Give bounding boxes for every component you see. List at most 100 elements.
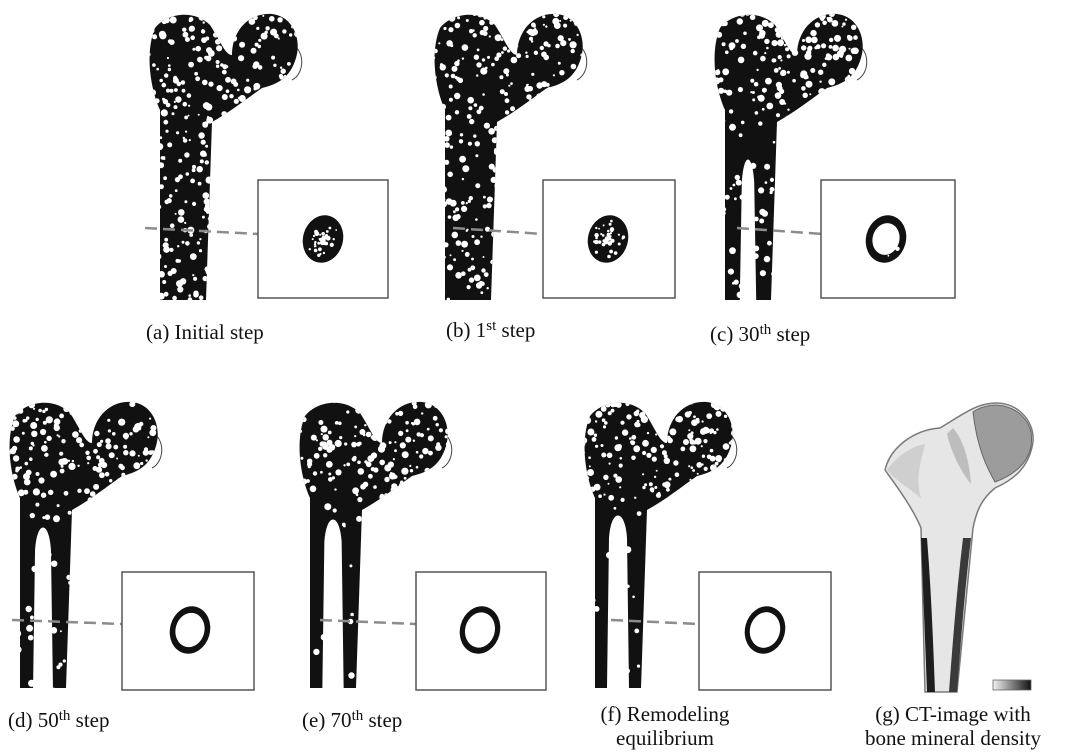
pore-dot bbox=[365, 618, 368, 621]
pore-dot bbox=[202, 122, 208, 128]
section-pore bbox=[879, 243, 881, 245]
pore-dot bbox=[158, 239, 160, 241]
pore-dot bbox=[740, 195, 745, 200]
pore-dot bbox=[754, 82, 759, 87]
pore-dot bbox=[114, 561, 118, 565]
pore-dot bbox=[31, 566, 37, 572]
pore-dot bbox=[346, 463, 350, 467]
pore-dot bbox=[94, 431, 99, 436]
pore-dot bbox=[239, 42, 245, 48]
pore-dot bbox=[76, 399, 79, 402]
pore-dot bbox=[776, 31, 782, 37]
pore-dot bbox=[146, 400, 153, 407]
pore-dot bbox=[270, 158, 277, 165]
pore-dot bbox=[302, 164, 306, 168]
pore-dot bbox=[9, 403, 13, 407]
pore-dot bbox=[506, 74, 509, 77]
pore-dot bbox=[790, 216, 796, 222]
pore-dot bbox=[3, 534, 9, 540]
pore-dot bbox=[512, 30, 516, 34]
pore-dot bbox=[149, 28, 155, 34]
pore-dot bbox=[200, 159, 204, 163]
pore-dot bbox=[194, 72, 198, 76]
pore-dot bbox=[494, 126, 499, 131]
pore-dot bbox=[109, 676, 114, 681]
pore-dot bbox=[186, 172, 190, 176]
pore-dot bbox=[396, 400, 399, 403]
pore-dot bbox=[466, 230, 468, 232]
pore-dot bbox=[129, 486, 131, 488]
pore-dot bbox=[121, 473, 125, 477]
pore-dot bbox=[175, 189, 178, 192]
pore-dot bbox=[497, 284, 501, 288]
pore-dot bbox=[290, 150, 296, 156]
pore-dot bbox=[694, 593, 698, 597]
pore-dot bbox=[484, 272, 489, 277]
pore-dot bbox=[734, 197, 737, 200]
pore-dot bbox=[105, 472, 110, 477]
pore-dot bbox=[40, 541, 44, 545]
pore-dot bbox=[145, 244, 149, 248]
pore-dot bbox=[729, 109, 733, 113]
pore-dot bbox=[848, 91, 851, 94]
pore-dot bbox=[226, 89, 230, 93]
pore-dot bbox=[793, 24, 799, 30]
pore-dot bbox=[432, 56, 435, 59]
pore-dot bbox=[118, 478, 120, 480]
pore-dot bbox=[296, 514, 300, 518]
pore-dot bbox=[221, 111, 227, 117]
pore-dot bbox=[731, 402, 736, 407]
pore-dot bbox=[479, 12, 482, 15]
pore-dot bbox=[867, 143, 872, 148]
pore-dot bbox=[819, 81, 821, 83]
pore-dot bbox=[79, 429, 83, 433]
pore-dot bbox=[116, 491, 118, 493]
pore-dot bbox=[303, 155, 306, 158]
pore-dot bbox=[253, 15, 258, 20]
pore-dot bbox=[664, 481, 671, 488]
pore-dot bbox=[579, 441, 586, 448]
pore-dot bbox=[762, 88, 767, 93]
pore-dot bbox=[156, 146, 160, 150]
pore-dot bbox=[15, 508, 18, 511]
pore-dot bbox=[140, 469, 146, 475]
pore-dot bbox=[532, 147, 535, 150]
section-pore bbox=[312, 238, 314, 240]
pore-dot bbox=[15, 467, 20, 472]
pore-dot bbox=[787, 54, 791, 58]
pore-dot bbox=[409, 532, 414, 537]
pore-dot bbox=[580, 53, 583, 56]
pore-dot bbox=[721, 138, 724, 141]
pore-dot bbox=[574, 19, 581, 26]
section-pore bbox=[177, 624, 181, 628]
pore-dot bbox=[106, 553, 111, 558]
pore-dot bbox=[505, 243, 510, 248]
pore-dot bbox=[228, 200, 235, 207]
pore-dot bbox=[199, 238, 201, 240]
pore-dot bbox=[809, 153, 813, 157]
pore-dot bbox=[242, 168, 248, 174]
pore-dot bbox=[585, 415, 589, 419]
pore-dot bbox=[195, 46, 201, 52]
pore-dot bbox=[167, 16, 170, 19]
pore-dot bbox=[93, 416, 98, 421]
pore-dot bbox=[429, 171, 435, 177]
pore-dot bbox=[545, 25, 547, 27]
pore-dot bbox=[469, 119, 474, 124]
pore-dot bbox=[532, 256, 537, 261]
pore-dot bbox=[248, 225, 251, 228]
pore-dot bbox=[765, 181, 768, 184]
pore-dot bbox=[828, 78, 835, 85]
caption-d: (d) 50th step bbox=[8, 708, 110, 732]
pore-dot bbox=[26, 416, 29, 419]
pore-dot bbox=[225, 218, 228, 221]
pore-dot bbox=[394, 590, 401, 597]
pore-dot bbox=[845, 106, 849, 110]
pore-dot bbox=[267, 123, 270, 126]
pore-dot bbox=[26, 470, 32, 476]
pore-dot bbox=[510, 177, 515, 182]
pore-dot bbox=[658, 408, 664, 414]
pore-dot bbox=[442, 185, 445, 188]
pore-dot bbox=[536, 209, 543, 216]
pore-dot bbox=[363, 482, 369, 488]
